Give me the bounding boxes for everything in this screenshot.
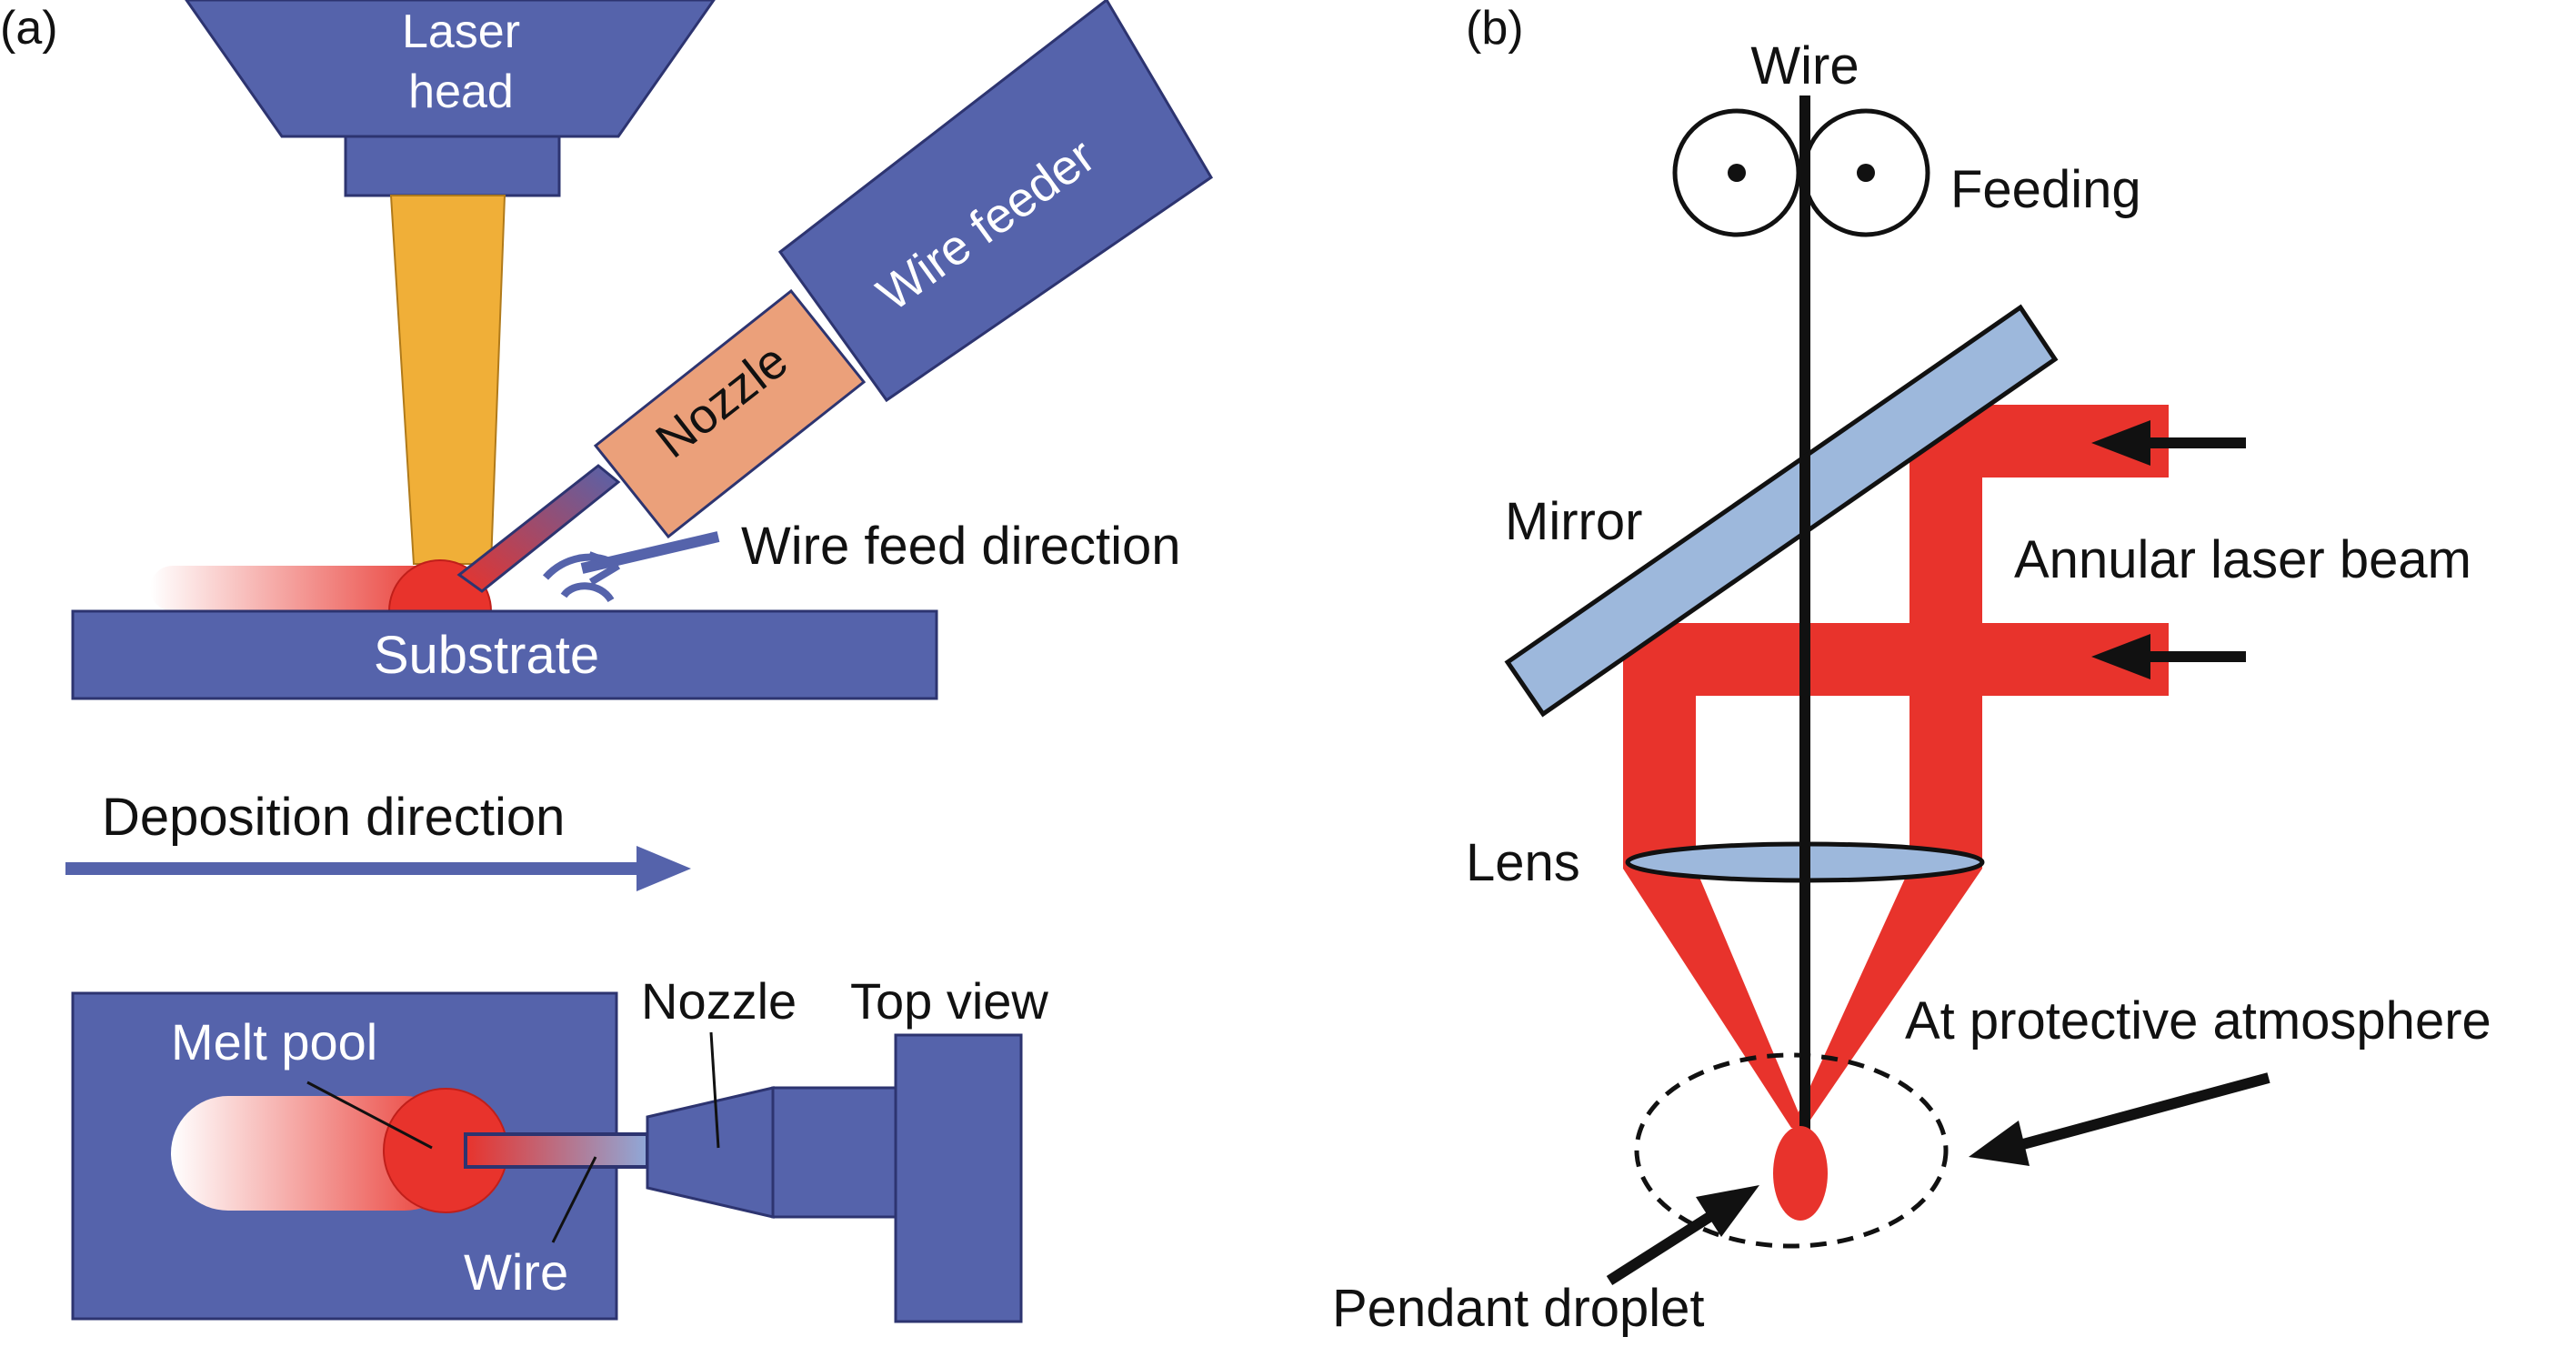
protective-atmosphere-label: At protective atmosphere: [1905, 991, 2491, 1050]
annular-laser-beam-label: Annular laser beam: [2014, 530, 2471, 589]
protective-atmosphere-zone: [1634, 1052, 1949, 1249]
wire-leader-line: [551, 1156, 597, 1243]
deposition-direction-arrow: [65, 846, 691, 891]
substrate-label: Substrate: [374, 626, 599, 685]
pendant-droplet: [1773, 1126, 1828, 1221]
melt-pool-leader-line: [306, 1081, 433, 1150]
top-view: Melt pool Nozzle Top view Wire: [71, 972, 1048, 1323]
panel-a-label: (a): [0, 2, 58, 55]
top-view-wire-label: Wire: [464, 1243, 568, 1301]
panel-b-label: (b): [1466, 2, 1524, 55]
feeding-rollers: [1672, 95, 1930, 255]
melt-trail: [150, 566, 450, 611]
feeding-label: Feeding: [1950, 160, 2141, 219]
top-view-nozzle: [646, 1086, 775, 1219]
annular-laser-beam-path: [1623, 405, 2169, 1128]
wire-feed-direction-label: Wire feed direction: [741, 517, 1181, 576]
top-view-feeder-neck: [771, 1086, 897, 1219]
nozzle-side: [593, 288, 867, 539]
atmosphere-arrow: [1969, 1072, 2270, 1166]
wire-feeder: [777, 0, 1214, 403]
top-view-nozzle-label: Nozzle: [641, 972, 797, 1030]
droplet-arrow: [1606, 1185, 1759, 1286]
deposition-direction-label: Deposition direction: [102, 788, 565, 847]
wire-side: [456, 464, 621, 593]
top-view-wire: [464, 1132, 649, 1169]
top-view-melt-pool-label: Melt pool: [171, 1013, 377, 1071]
lens-label: Lens: [1466, 833, 1580, 892]
mirror-label: Mirror: [1505, 492, 1642, 551]
substrate: [71, 609, 938, 700]
laser-head: Laser head: [185, 0, 716, 197]
laser-head-label-line1: Laser: [402, 5, 520, 58]
laser-head-label-line2: head: [408, 65, 514, 118]
nozzle-leader-line: [709, 1031, 720, 1149]
pendant-droplet-label: Pendant droplet: [1332, 1279, 1705, 1338]
wire-feed-direction-arrow: [542, 531, 720, 603]
laser-input-arrows: [2091, 420, 2246, 679]
top-view-wire-feeder: [894, 1033, 1023, 1323]
mirror: [1504, 304, 2059, 718]
wire-label: Wire: [1750, 36, 1859, 95]
top-view-title: Top view: [850, 972, 1048, 1030]
laser-beam: [389, 195, 506, 565]
